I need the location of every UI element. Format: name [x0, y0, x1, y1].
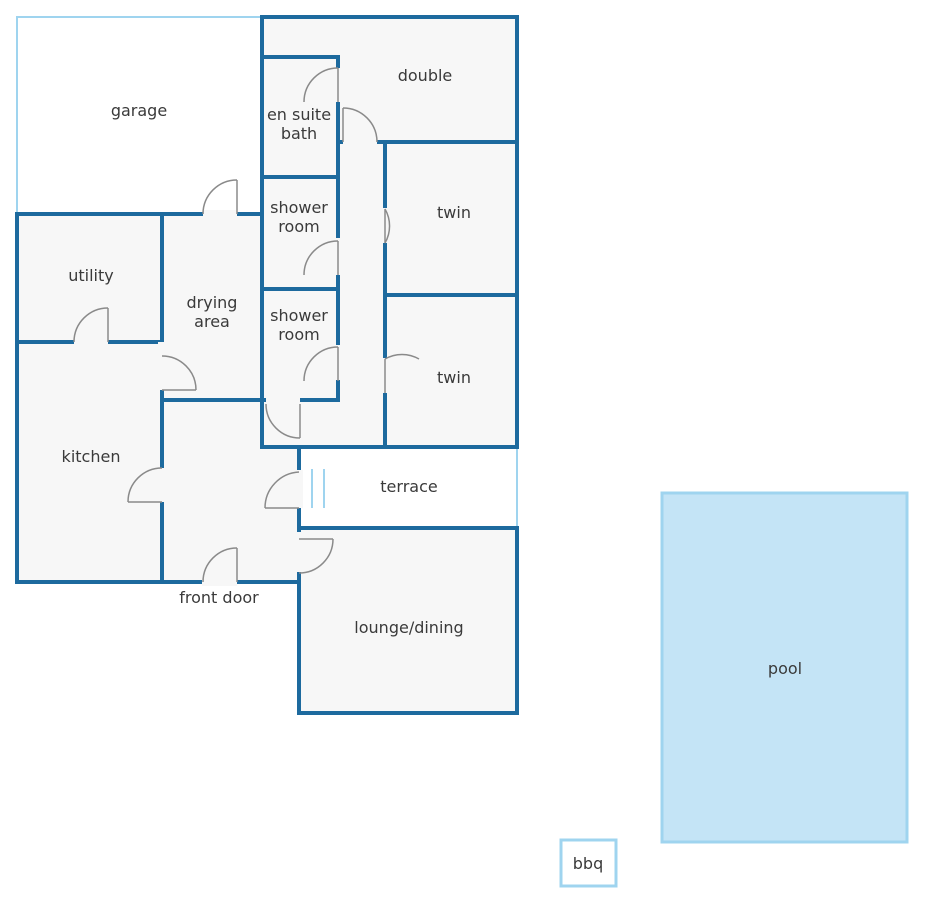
twin2-label: twin: [437, 368, 471, 387]
kitchen-door-gap: [158, 468, 166, 502]
terrace-door: [264, 471, 300, 509]
walls: [15, 15, 519, 715]
pool-label: pool: [768, 659, 802, 678]
kitchen-label: kitchen: [62, 447, 121, 466]
terrace-door-gap: [295, 470, 303, 508]
drying-label-1: drying: [187, 293, 238, 312]
shower1-label-1: shower: [270, 198, 328, 217]
twin1-label: twin: [437, 203, 471, 222]
front-door-swing: [202, 547, 238, 583]
shower2-label-2: room: [278, 325, 319, 344]
lounge-door: [298, 538, 334, 574]
main-outer-wall: [260, 15, 519, 449]
garage-floor: [17, 17, 262, 214]
terrace-floor: [299, 447, 517, 528]
twin2-door: [384, 353, 420, 393]
garage-label: garage: [111, 101, 167, 120]
front-door-gap: [202, 578, 237, 586]
drying-side-door-gap: [158, 342, 166, 390]
shower1-label-2: room: [278, 217, 319, 236]
garage-wall: [16, 16, 263, 215]
front-door-label: front door: [179, 588, 259, 607]
lounge-label: lounge/dining: [354, 618, 463, 637]
hall-door-gap: [266, 396, 300, 404]
lounge-outer-wall: [297, 526, 519, 715]
shower2-door: [303, 346, 339, 382]
double-door-gap: [343, 138, 377, 146]
light-walls: [16, 16, 518, 529]
en-suite-label-2: bath: [281, 124, 317, 143]
lounge-floor: [299, 528, 517, 713]
lounge-door-gap: [295, 532, 303, 572]
double-label: double: [398, 66, 453, 85]
shower2-label-1: shower: [270, 306, 328, 325]
kitchen-door: [127, 467, 163, 503]
pool: [660, 491, 909, 844]
utility-label: utility: [68, 266, 114, 285]
en-suite-label-1: en suite: [267, 105, 331, 124]
bbq-label: bbq: [573, 854, 603, 873]
terrace-label: terrace: [380, 477, 437, 496]
doors: [73, 67, 420, 583]
drying-door: [202, 179, 238, 215]
utility-door: [73, 307, 109, 343]
shower1-door: [303, 240, 339, 276]
bbq: [559, 838, 618, 888]
hall-door: [265, 403, 301, 439]
utility-door-gap: [74, 338, 108, 346]
ensuite-door: [303, 67, 339, 103]
drying-label-2: area: [194, 312, 230, 331]
drying-door-gap: [203, 210, 237, 218]
twin1-door: [384, 208, 391, 244]
double-door: [342, 107, 378, 143]
drying-side-door: [161, 355, 197, 391]
room-labels: garage double en suite bath shower room …: [62, 66, 803, 873]
